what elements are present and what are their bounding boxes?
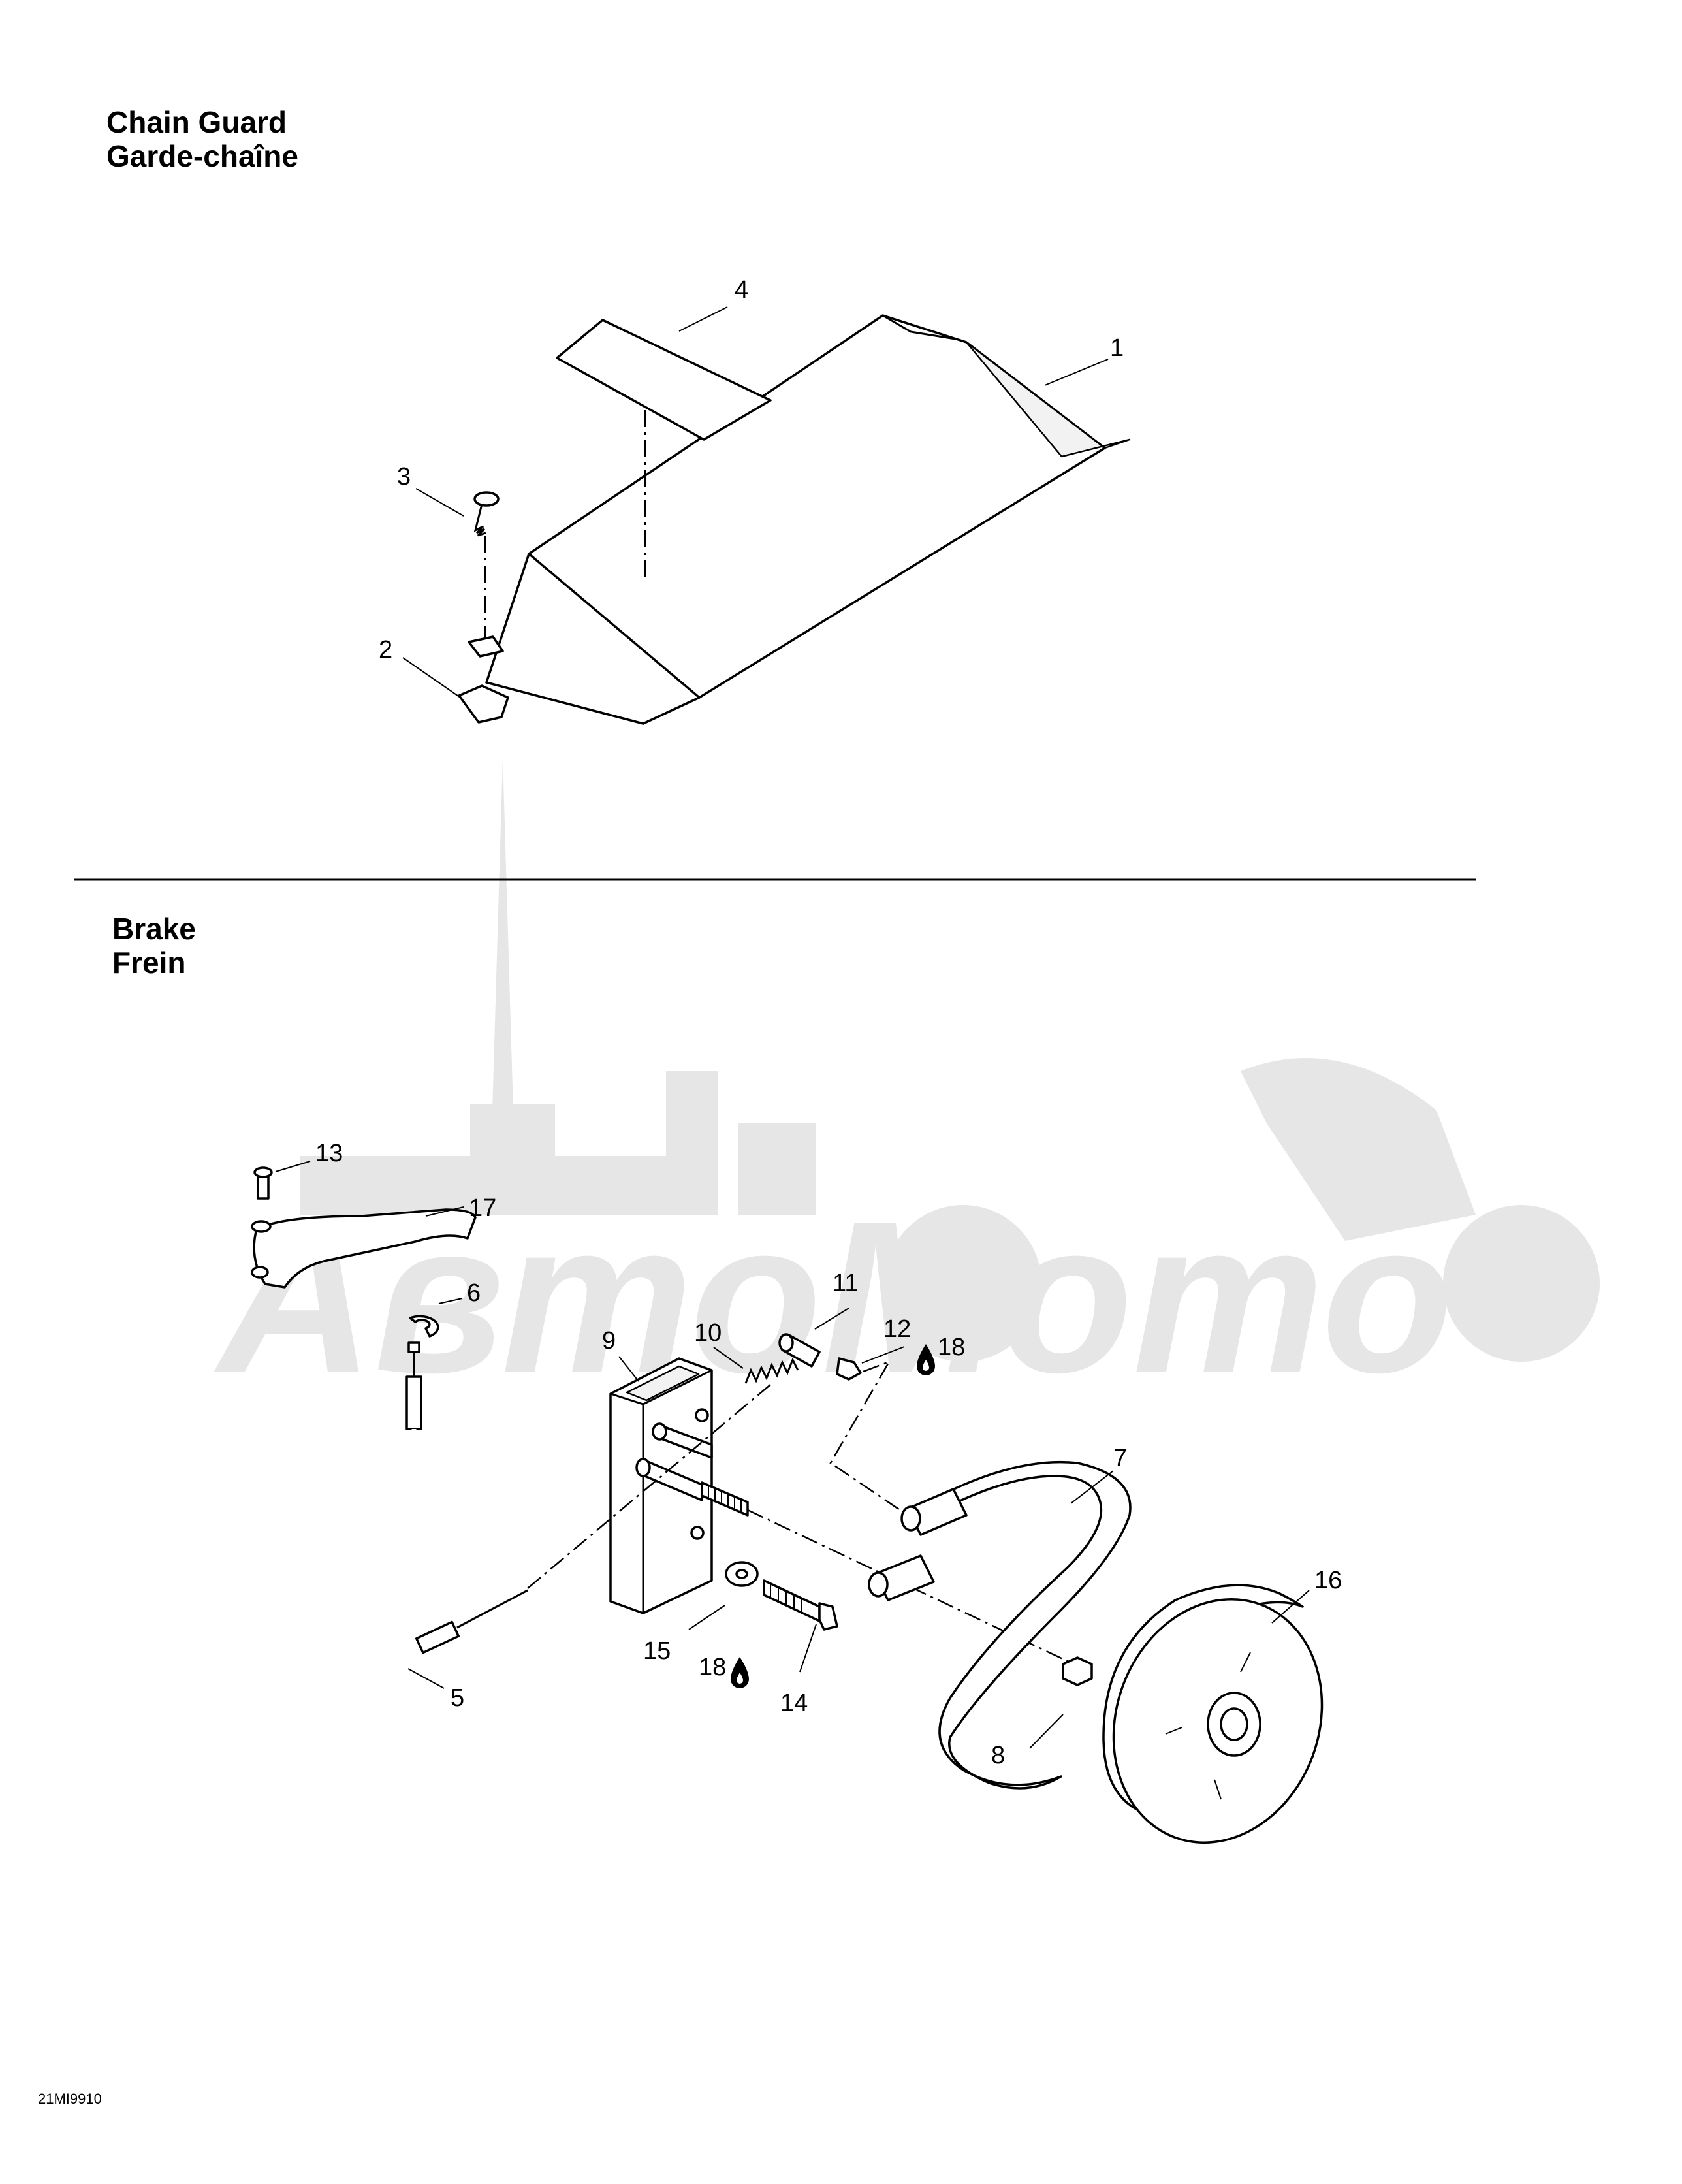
callout-18-top: 18	[938, 1334, 965, 1361]
brake-lever	[251, 1208, 477, 1289]
threaded-stud	[701, 1481, 749, 1517]
spring	[744, 1357, 799, 1384]
chain-guard-title-en: Chain Guard	[106, 105, 287, 139]
leader-5	[407, 1668, 445, 1689]
washer	[725, 1561, 759, 1587]
callout-18-bottom: 18	[699, 1654, 726, 1681]
leader-6	[438, 1298, 463, 1304]
bolt	[763, 1579, 838, 1631]
callout-11: 11	[833, 1270, 858, 1297]
leader-13	[275, 1161, 311, 1172]
chain-guard-cover	[485, 314, 1131, 725]
watermark: АвтоМото	[212, 758, 1600, 1417]
cable-axis	[527, 1384, 771, 1589]
leader-7	[1070, 1470, 1114, 1504]
leader-8	[1029, 1714, 1064, 1749]
chain-guard-title-fr: Garde-chaîne	[106, 139, 298, 173]
brake-band	[868, 1460, 1132, 1790]
callout-17: 17	[469, 1195, 496, 1222]
callout-12: 12	[883, 1315, 911, 1343]
callout-4: 4	[735, 276, 748, 304]
callout-13: 13	[315, 1140, 343, 1167]
leader-10	[713, 1347, 744, 1369]
brake-drum	[1102, 1584, 1324, 1844]
pin-axis	[863, 1360, 890, 1373]
brake-title-fr: Frein	[112, 946, 185, 980]
callout-14: 14	[780, 1690, 808, 1717]
callout-9: 9	[602, 1327, 616, 1355]
leader-3	[415, 488, 464, 517]
figure-code: 21MI9910	[38, 2091, 102, 2107]
chain-guard-clip	[458, 635, 509, 724]
brake-title-en: Brake	[112, 912, 196, 946]
adjust-nut	[836, 1357, 862, 1381]
bracket-studs	[635, 1422, 713, 1502]
brake-cable	[221, 1341, 528, 1686]
leader-2	[402, 657, 461, 698]
guide-pin	[778, 1333, 821, 1368]
callout-15: 15	[643, 1637, 671, 1665]
e-clip	[409, 1315, 439, 1338]
chain-guard-decal	[556, 319, 772, 441]
oil-drop-icon	[737, 1673, 743, 1684]
callout-3: 3	[397, 463, 411, 490]
callout-16: 16	[1314, 1567, 1342, 1594]
callout-5: 5	[451, 1684, 464, 1712]
lever-pin	[253, 1166, 273, 1200]
callout-6: 6	[467, 1279, 481, 1307]
leader-1	[1044, 359, 1109, 386]
leader-15	[688, 1605, 725, 1630]
leader-9	[618, 1356, 639, 1382]
leader-12	[861, 1346, 905, 1364]
leader-4	[678, 306, 728, 332]
callout-10: 10	[694, 1319, 722, 1347]
leader-17	[425, 1206, 464, 1217]
brake-bracket	[609, 1357, 713, 1614]
callout-1: 1	[1110, 334, 1124, 362]
leader-14	[799, 1624, 817, 1673]
callout-2: 2	[379, 636, 392, 664]
callout-7: 7	[1113, 1445, 1127, 1472]
nut-axis	[829, 1363, 908, 1517]
band-nut	[1062, 1656, 1093, 1686]
leader-16	[1271, 1590, 1310, 1624]
stud-axis	[747, 1509, 1091, 1673]
oil-drop-icon	[923, 1360, 929, 1371]
leader-11	[814, 1308, 849, 1330]
chain-guard-screw	[473, 491, 500, 537]
callout-8: 8	[991, 1742, 1005, 1769]
